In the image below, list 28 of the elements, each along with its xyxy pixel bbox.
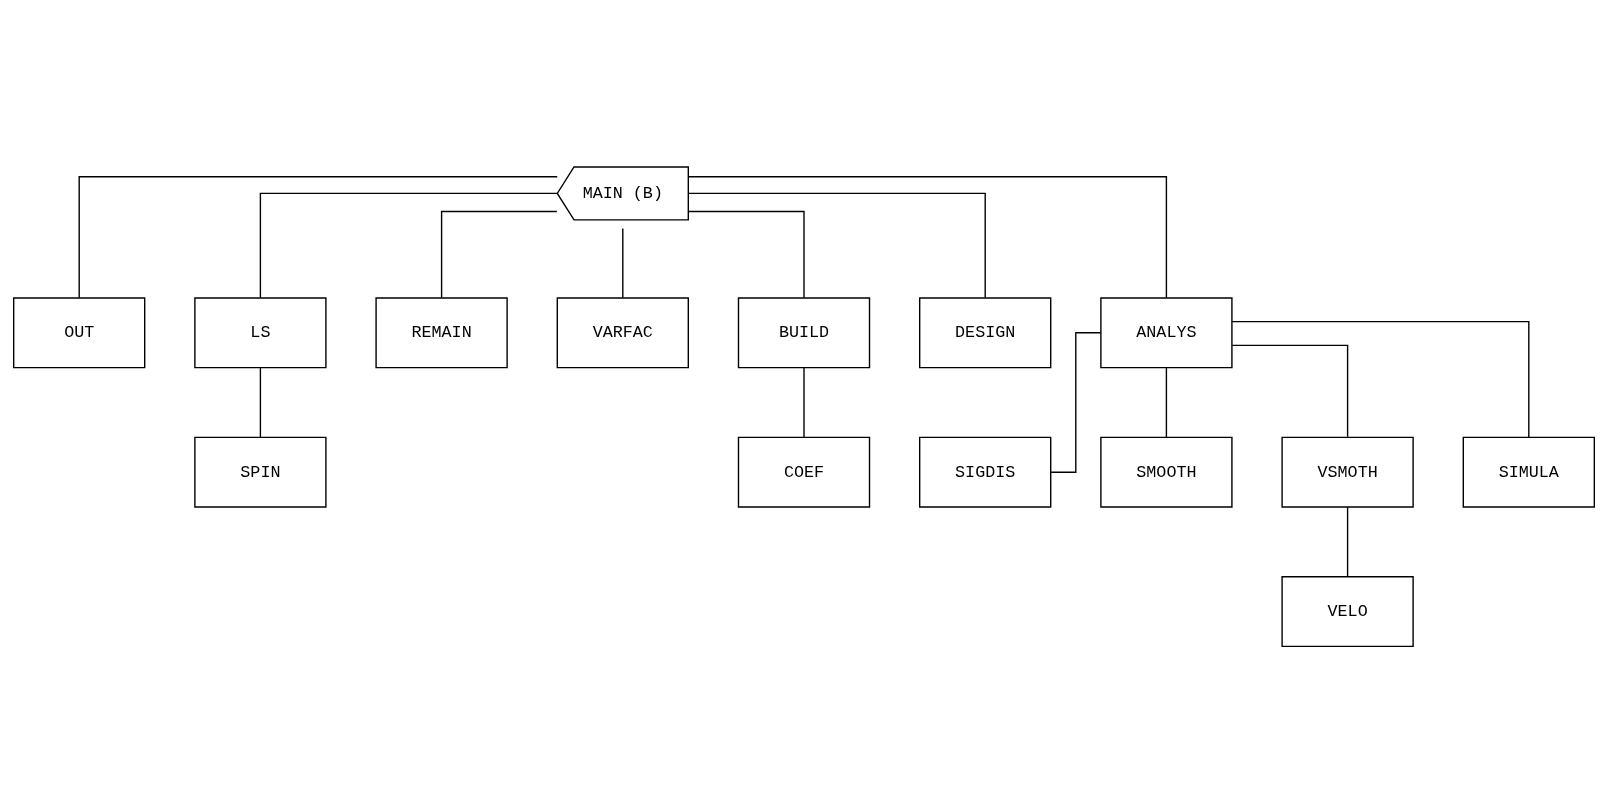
node-box: SMOOTH bbox=[1100, 436, 1233, 508]
node-box: SIGDIS bbox=[919, 436, 1052, 508]
node-box: BUILD bbox=[737, 297, 871, 369]
node-box: SPIN bbox=[194, 436, 327, 508]
connector bbox=[1231, 320, 1530, 438]
node-box: VELO bbox=[1281, 576, 1414, 648]
connector bbox=[259, 192, 558, 299]
node-box: VSMOTH bbox=[1281, 436, 1414, 508]
connector bbox=[688, 210, 805, 299]
connector bbox=[440, 210, 558, 299]
node-box: LS bbox=[194, 297, 327, 369]
node-box: OUT bbox=[13, 297, 146, 369]
connector bbox=[1050, 332, 1102, 473]
connector bbox=[687, 176, 1168, 299]
connector bbox=[259, 367, 262, 438]
connector bbox=[622, 227, 624, 299]
node-box: SIMULA bbox=[1462, 436, 1595, 508]
node-box: VARFAC bbox=[556, 297, 689, 369]
connector bbox=[687, 192, 986, 299]
connector bbox=[803, 367, 805, 438]
node-box: ANALYS bbox=[1100, 297, 1233, 369]
connector bbox=[1165, 367, 1168, 438]
node-box: DESIGN bbox=[919, 297, 1052, 369]
node-box: REMAIN bbox=[375, 297, 508, 369]
node-box: COEF bbox=[737, 436, 871, 508]
connector bbox=[1231, 344, 1349, 438]
connector bbox=[1346, 506, 1349, 578]
connector bbox=[78, 176, 558, 299]
